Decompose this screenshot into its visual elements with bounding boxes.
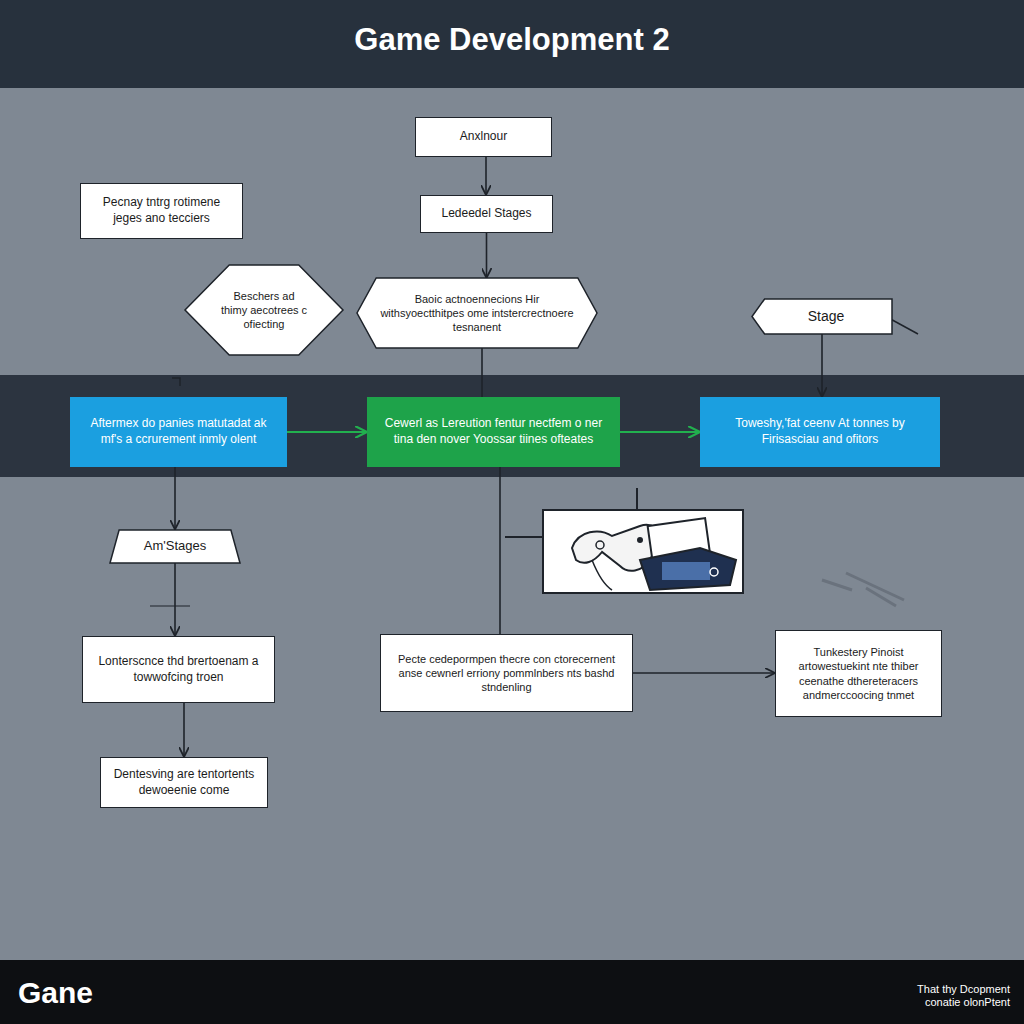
- connector-arrow: [486, 233, 488, 278]
- connector-arrow: [183, 703, 185, 757]
- process-box: Anxlnour: [415, 117, 552, 157]
- node-text: Stage: [808, 307, 845, 325]
- node-text: Lonterscnce thd brertoenam a towwofcing …: [93, 654, 264, 685]
- process-box: Pecnay tntrg rotimene jeges ano tecciers: [80, 183, 243, 239]
- connector-arrow: [481, 348, 483, 397]
- node-text: Anxlnour: [460, 129, 507, 145]
- shape-node: Am'Stages: [110, 530, 240, 563]
- stage-band: [0, 375, 1024, 477]
- node-text: Pecte cedepormpen thecre con ctorecernen…: [391, 652, 622, 695]
- console-illustration: [505, 488, 743, 593]
- stage-box: Toweshy,'fat ceenv At tonnes by Firisasc…: [700, 397, 940, 467]
- node-text: Tunkestery Pinoist artowestuekint nte th…: [786, 645, 931, 702]
- node-text: Pecnay tntrg rotimene jeges ano tecciers: [91, 195, 232, 226]
- footer-bar: [0, 960, 1024, 1024]
- stage-box: Aftermex do panies matutadat ak mf's a c…: [70, 397, 287, 467]
- node-text: Am'Stages: [144, 538, 206, 555]
- title-bar: [0, 0, 1024, 88]
- node-text: Aftermex do panies matutadat ak mf's a c…: [80, 416, 277, 447]
- process-box: Tunkestery Pinoist artowestuekint nte th…: [775, 630, 942, 717]
- smudge: [822, 573, 904, 606]
- shape-node: Baoic actnoennecions Hir withsyoectthitp…: [357, 278, 597, 348]
- node-text: Dentesving are tentortents dewoeenie com…: [111, 767, 257, 798]
- connector-arrow: [633, 672, 775, 674]
- connector-arrow: [485, 157, 487, 195]
- footer-caption: That thy Dcopment conatie olonPtent: [890, 983, 1010, 1009]
- node-text: Ledeedel Stages: [441, 206, 531, 222]
- process-box: Ledeedel Stages: [420, 195, 553, 233]
- connector-arrow: [287, 431, 367, 433]
- connector-arrow: [174, 467, 176, 530]
- connector-arrow: [620, 431, 700, 433]
- stage-box: Cewerl as Lereution fentur nectfem o ner…: [367, 397, 620, 467]
- process-box: Lonterscnce thd brertoenam a towwofcing …: [82, 636, 275, 703]
- footer-label: Gane: [18, 978, 93, 1008]
- connector-arrow: [821, 334, 823, 398]
- process-box: Pecte cedepormpen thecre con ctorecernen…: [380, 634, 633, 712]
- node-text: Beschers ad thimy aecotrees c ofiecting: [219, 289, 309, 332]
- connector-arrow: [174, 563, 176, 637]
- node-text: Cewerl as Lereution fentur nectfem o ner…: [377, 416, 610, 447]
- diagram-title: Game Development 2: [0, 22, 1024, 58]
- node-text: Baoic actnoennecions Hir withsyoectthitp…: [379, 292, 575, 335]
- shape-node: Beschers ad thimy aecotrees c ofiecting: [185, 265, 343, 355]
- node-text: Toweshy,'fat ceenv At tonnes by Firisasc…: [710, 416, 930, 447]
- connector-arrow: [499, 467, 501, 634]
- shape-node: Stage: [752, 299, 892, 334]
- process-box: Dentesving are tentortents dewoeenie com…: [100, 757, 268, 808]
